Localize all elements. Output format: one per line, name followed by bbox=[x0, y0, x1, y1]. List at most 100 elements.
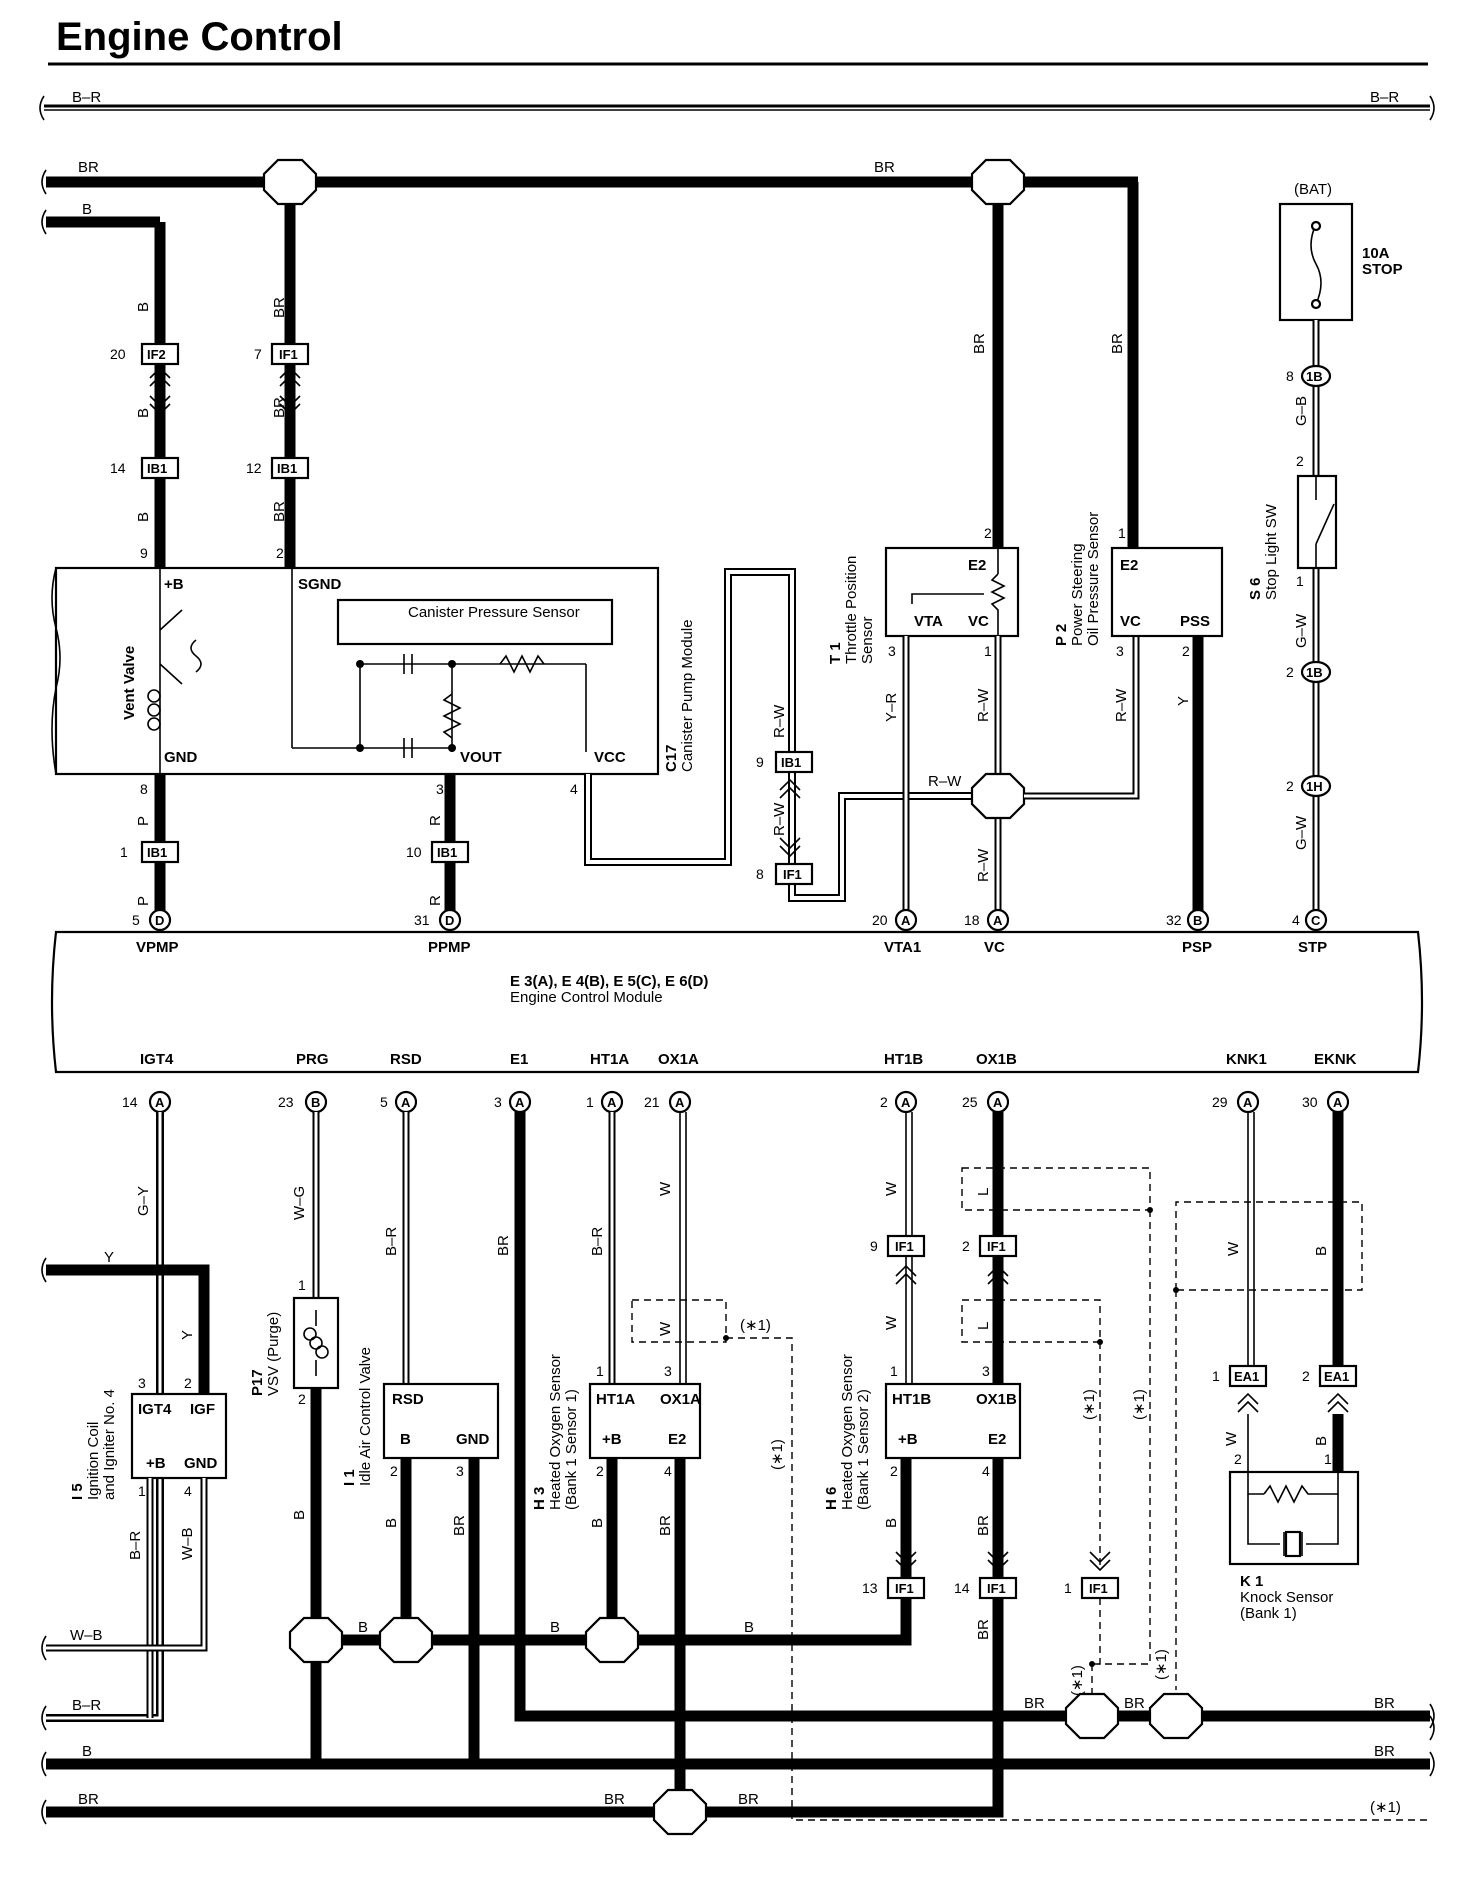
wire-label-rw-2: R–W bbox=[771, 802, 788, 836]
i1-pin-rsd: RSD bbox=[392, 1391, 424, 1408]
pin-code-d-vpmp: D bbox=[155, 913, 164, 928]
wire-label-rw-vc-1: R–W bbox=[975, 688, 992, 722]
splice-br-e1-2 bbox=[1148, 1692, 1204, 1740]
pin-code-d-ppmp: D bbox=[445, 913, 454, 928]
wire-label-br-bottom-mid1: BR bbox=[604, 1791, 625, 1808]
s6-code: S 6 bbox=[1247, 577, 1264, 600]
k1-name-2: (Bank 1) bbox=[1240, 1605, 1297, 1622]
splice-upper-right bbox=[970, 158, 1026, 206]
t1-code: T 1 bbox=[827, 642, 844, 664]
connector-if1-7-label: IF1 bbox=[279, 347, 298, 362]
connector-if1-13-label: IF1 bbox=[895, 1581, 914, 1596]
pin-8-gnd: 8 bbox=[140, 781, 148, 797]
pin-9-if1: 9 bbox=[870, 1238, 878, 1254]
splice-vc bbox=[970, 772, 1026, 820]
star1-label-h3: (∗1) bbox=[740, 1317, 771, 1334]
pin-4-vcc: 4 bbox=[570, 781, 578, 797]
wire-label-b-lowbus-2: B bbox=[550, 1619, 560, 1636]
fuse-icon bbox=[1310, 223, 1322, 305]
wire-label-b-h3: B bbox=[589, 1518, 606, 1528]
i5-name-1: Ignition Coil bbox=[85, 1422, 102, 1500]
h6-pin-2: 2 bbox=[890, 1463, 898, 1479]
pin-code-b-psp: B bbox=[1193, 913, 1202, 928]
h3-pin-1: 1 bbox=[596, 1363, 604, 1379]
p17-pin-2: 2 bbox=[298, 1391, 306, 1407]
splice-b-2 bbox=[378, 1616, 434, 1664]
page-title: Engine Control bbox=[56, 15, 343, 59]
h3-pin-ox1a: OX1A bbox=[660, 1391, 701, 1408]
i5-pin-4: 4 bbox=[184, 1483, 192, 1499]
wire-label-br-upper-mid: BR bbox=[874, 159, 895, 176]
pin-code-a-igt4: A bbox=[155, 1095, 165, 1110]
wire-label-br-t1: BR bbox=[971, 333, 988, 354]
wire-label-br-sgnd-1: BR bbox=[271, 297, 288, 318]
wire-label-br-p2: BR bbox=[1109, 333, 1126, 354]
wire-label-w-ht1b-2: W bbox=[883, 1315, 900, 1330]
connector-arrows-if1 bbox=[279, 366, 301, 416]
pin-label-plus-b: +B bbox=[164, 576, 184, 593]
wire-label-y-igf: Y bbox=[179, 1330, 196, 1340]
t1-name-2: Sensor bbox=[859, 616, 876, 664]
i5-pin-3: 3 bbox=[138, 1375, 146, 1391]
ecm-pin-30: 30 bbox=[1302, 1094, 1318, 1110]
connector-if2-label: IF2 bbox=[147, 347, 166, 362]
pin-code-b-prg: B bbox=[311, 1095, 320, 1110]
wire-label-b-bottom: B bbox=[82, 1743, 92, 1760]
wire-label-br-sgnd-2: BR bbox=[271, 397, 288, 418]
k1-name-1: Knock Sensor bbox=[1240, 1589, 1333, 1606]
idle-air-control-valve bbox=[382, 1382, 500, 1460]
wire-label-br-e1: BR bbox=[495, 1235, 512, 1256]
ecm-pin-23: 23 bbox=[278, 1094, 294, 1110]
c17-name: Canister Pump Module bbox=[679, 619, 696, 772]
shield-k1 bbox=[1175, 1201, 1363, 1291]
wire-label-r-1: R bbox=[427, 815, 444, 826]
h3-pin-2: 2 bbox=[596, 1463, 604, 1479]
connector-if1-1-label: IF1 bbox=[1089, 1581, 1108, 1596]
pin-code-a-rsd: A bbox=[401, 1095, 411, 1110]
t1-pin-vc: VC bbox=[968, 613, 989, 630]
ecm-term-stp: STP bbox=[1298, 939, 1327, 956]
pin-label-sgnd: SGND bbox=[298, 576, 342, 593]
h3-name-2: (Bank 1 Sensor 1) bbox=[563, 1389, 580, 1510]
i1-pin-2: 2 bbox=[390, 1463, 398, 1479]
h3-pin-plus-b: +B bbox=[602, 1431, 622, 1448]
pin-1-ea1: 1 bbox=[1212, 1368, 1220, 1384]
wire-label-br-e1-bus-3: BR bbox=[1374, 1695, 1395, 1712]
connector-if1-2-label: IF1 bbox=[987, 1239, 1006, 1254]
h6-pin-1: 1 bbox=[890, 1363, 898, 1379]
connector-ea1-2 bbox=[1318, 1364, 1358, 1388]
k1-code: K 1 bbox=[1240, 1573, 1263, 1590]
pin-1-if1: 1 bbox=[1064, 1580, 1072, 1596]
wire-label-br-if1-14: BR bbox=[975, 1619, 992, 1640]
wire-label-br-rsd: B–R bbox=[383, 1227, 400, 1256]
ecm-name: Engine Control Module bbox=[510, 989, 663, 1006]
connector-if2 bbox=[140, 342, 180, 366]
fuse-bat: (BAT) bbox=[1294, 181, 1332, 198]
t1-pin-1: 1 bbox=[984, 643, 992, 659]
i1-name: Idle Air Control Valve bbox=[357, 1347, 374, 1486]
engine-control-module bbox=[50, 930, 1424, 1074]
wire-label-l-1: L bbox=[975, 1188, 992, 1196]
pin-13-if1: 13 bbox=[862, 1580, 878, 1596]
wire-br-bottom-bus bbox=[46, 1598, 1004, 1818]
connector-ea1-1-label: EA1 bbox=[1234, 1369, 1259, 1384]
t1-pin-2: 2 bbox=[984, 525, 992, 541]
wire-label-y-psp: Y bbox=[1175, 696, 1192, 706]
c17-code: C17 bbox=[663, 744, 680, 772]
ecm-term-vpmp: VPMP bbox=[136, 939, 179, 956]
h6-pin-e2: E2 bbox=[988, 1431, 1006, 1448]
pin-2-1h: 2 bbox=[1286, 778, 1294, 794]
shield-h6-bottom bbox=[961, 1299, 1101, 1343]
h6-pin-4: 4 bbox=[982, 1463, 990, 1479]
h3-code: H 3 bbox=[531, 1487, 548, 1510]
connector-ib1-9-label: IB1 bbox=[781, 755, 801, 770]
splice-br-bottom bbox=[652, 1788, 708, 1836]
pin-label-vout: VOUT bbox=[460, 749, 502, 766]
star1-label-h6-a: (∗1) bbox=[1081, 1389, 1098, 1420]
ecm-term-ppmp: PPMP bbox=[428, 939, 471, 956]
splice-b-1 bbox=[288, 1616, 344, 1664]
ecm-term-ox1b: OX1B bbox=[976, 1051, 1017, 1068]
s6-pin-2: 2 bbox=[1296, 453, 1304, 469]
wire-label-gw-1: G–W bbox=[1293, 613, 1310, 648]
vent-valve-label: Vent Valve bbox=[121, 646, 138, 720]
